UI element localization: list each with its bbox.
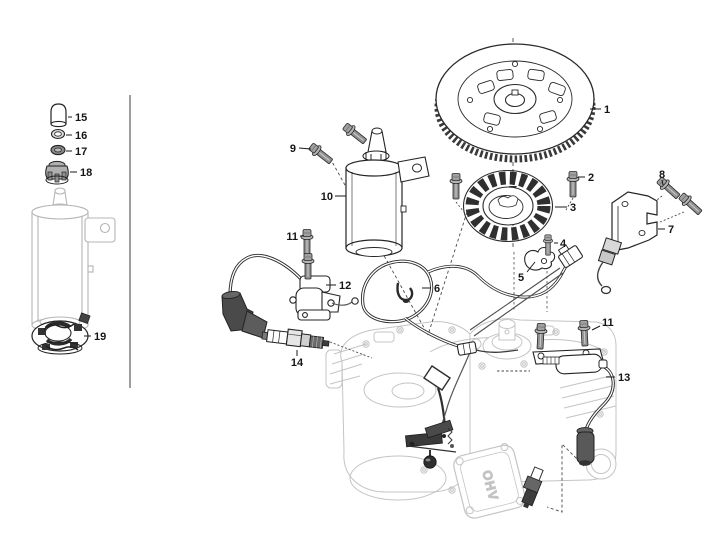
callout-7: 7 [668, 224, 674, 236]
callout-4: 4 [560, 238, 567, 250]
callout-17: 17 [75, 146, 87, 158]
ignition-coil-right [532, 348, 615, 466]
installed-spark-plug [521, 466, 544, 509]
callout-10: 10 [321, 191, 333, 203]
callout-18: 18 [80, 167, 92, 179]
dipstick-handle [423, 365, 451, 391]
starter-drive-cap [50, 103, 67, 124]
callout-6: 6 [434, 283, 440, 295]
stator-bolt-left [449, 172, 463, 200]
spark-plug [261, 328, 330, 349]
callout-5: 5 [518, 272, 524, 284]
stator-bolt-right [566, 170, 580, 198]
spark-plug-boot [221, 290, 268, 339]
engine-dark-details [405, 351, 544, 509]
callout-15: 15 [75, 112, 87, 124]
callout-9: 9 [290, 143, 296, 155]
callout-labels: 1 2 3 4 5 6 7 8 9 10 11 12 13 14 15 16 1… [75, 104, 674, 384]
callout-8: 8 [659, 169, 665, 181]
starter-motor [345, 127, 430, 257]
spark-plug-boot-right [576, 427, 595, 466]
starter-bolt-b [340, 120, 370, 147]
reference-starter-motor [31, 187, 116, 333]
valve-cover-ghost [453, 443, 526, 519]
engine-bolt-heads-ghost [362, 326, 608, 494]
callout-19: 19 [94, 331, 106, 343]
callout-2: 2 [588, 172, 594, 184]
starter-service-parts [45, 103, 69, 185]
callout-3: 3 [570, 202, 576, 214]
harness-connector-small [456, 341, 477, 356]
starter-bolt-a [306, 140, 336, 167]
callout-1: 1 [604, 104, 610, 116]
callout-12: 12 [339, 280, 351, 292]
callout-13: 13 [618, 372, 630, 384]
harness-connector [557, 244, 583, 268]
regulator-bolt-b [676, 190, 705, 218]
starter-pinion-gear [45, 160, 69, 185]
flywheel [434, 43, 596, 163]
coil-left-bolt-a [300, 228, 314, 256]
choke-knob [423, 455, 437, 469]
wiring-harness [360, 244, 583, 356]
callout-16: 16 [75, 130, 87, 142]
callout-14: 14 [291, 357, 304, 369]
stator [462, 169, 554, 243]
ignition-coil-left [221, 253, 359, 339]
callout-11b: 11 [602, 317, 614, 329]
callouts [66, 108, 665, 378]
coil-left-bolt-b [301, 252, 315, 280]
coil-ground-wire [331, 301, 353, 306]
voltage-regulator [596, 191, 658, 295]
brush-holder-assembly [31, 312, 91, 355]
callout-11a: 11 [286, 231, 298, 243]
solenoid-carburetor-cluster [405, 419, 457, 469]
